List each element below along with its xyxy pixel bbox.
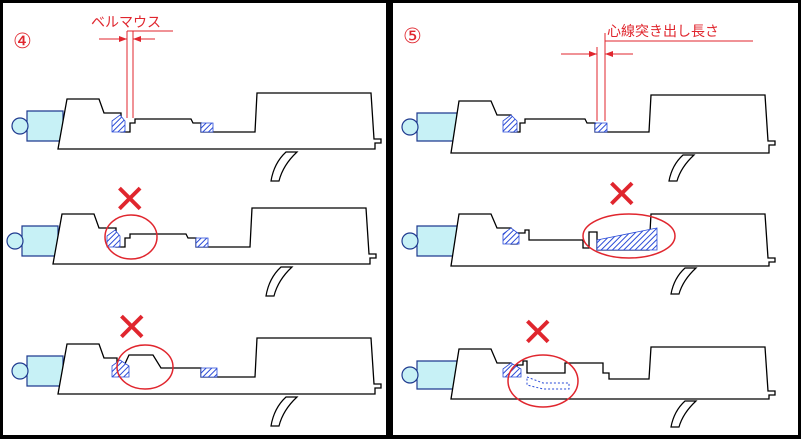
strand-hatch-rear xyxy=(200,122,214,133)
error-highlight-circle xyxy=(507,354,579,408)
terminal-wrong-1 xyxy=(401,213,776,295)
terminal-correct xyxy=(11,92,382,182)
terminal-wrong-1 xyxy=(6,207,377,297)
latch-hook xyxy=(270,151,299,182)
wrong-mark: ✕ xyxy=(113,177,147,223)
panel-conductor-protrusion-drawing: ⑤ 心線突き出し長さ xyxy=(401,24,776,428)
error-highlight-circle xyxy=(582,213,676,259)
wire-end xyxy=(11,117,29,135)
protrusion-label: 心線突き出し長さ xyxy=(607,24,719,40)
panel-conductor-protrusion: ⑤ 心線突き出し長さ xyxy=(393,3,798,435)
panel-bellmouth-drawing: ④ ベルマウス xyxy=(6,15,382,427)
wrong-mark: ✕ xyxy=(115,305,149,351)
short-conductor-outline xyxy=(526,376,570,390)
bellmouth-label: ベルマウス xyxy=(91,15,161,31)
terminal-wrong-2 xyxy=(401,346,776,428)
protrusion-dimension xyxy=(561,33,753,121)
wire-insulation xyxy=(26,110,64,142)
panel-bellmouth: ④ ベルマウス xyxy=(3,3,386,435)
error-highlight-circle xyxy=(116,344,174,390)
wrong-mark: ✕ xyxy=(521,310,555,356)
step-number-5: ⑤ xyxy=(403,24,422,48)
terminal-outline xyxy=(57,92,382,150)
strand-hatch xyxy=(111,114,126,133)
error-highlight-circle xyxy=(104,214,158,260)
bellmouth-dimension xyxy=(99,30,173,118)
step-number-4: ④ xyxy=(13,29,32,53)
terminal-correct xyxy=(401,94,776,182)
wrong-mark: ✕ xyxy=(605,172,639,218)
terminal-wrong-2 xyxy=(11,337,382,427)
